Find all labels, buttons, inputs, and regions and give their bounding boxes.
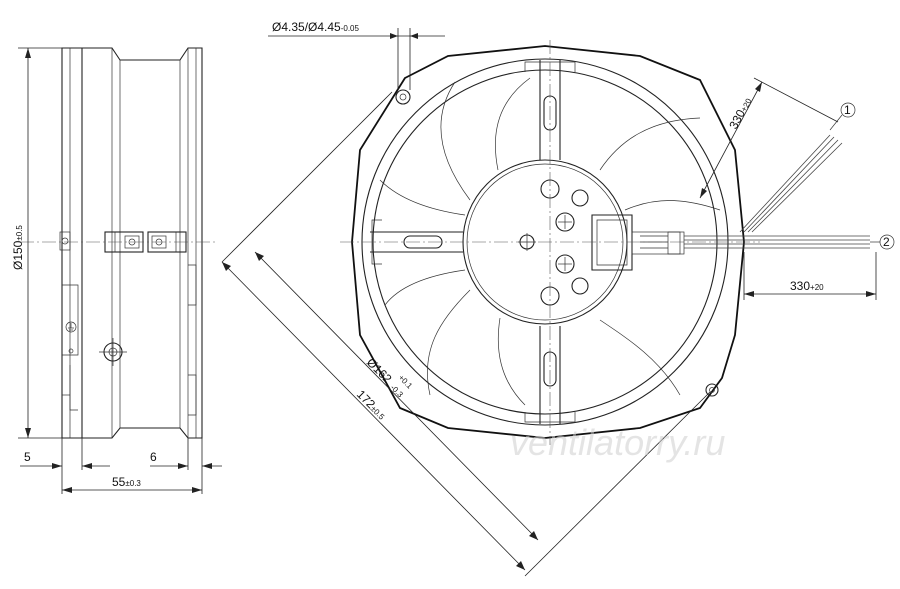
svg-text:330+20: 330+20 xyxy=(726,95,754,132)
dimension-bottom: 5 6 55±0.3 xyxy=(20,438,222,494)
callout-2: 2 xyxy=(870,234,895,250)
right-offset-label: 6 xyxy=(150,450,157,464)
svg-text:1: 1 xyxy=(844,103,851,117)
svg-text:330+20: 330+20 xyxy=(790,279,824,293)
svg-text:2: 2 xyxy=(883,235,890,249)
height-dim-tol: ±0.5 xyxy=(15,225,24,241)
callout-1: 1 xyxy=(829,102,856,131)
body-diameter-tol-lower: -0.3 xyxy=(389,383,406,400)
body-diameter-label: Ø162 xyxy=(364,355,395,386)
lead-angled-tol: +20 xyxy=(739,97,754,114)
dimension-height: Ø150±0.5 xyxy=(11,47,62,439)
connector-box xyxy=(591,214,685,271)
side-view xyxy=(20,47,215,439)
lead-straight-label: 330 xyxy=(790,279,810,293)
left-offset-label: 5 xyxy=(24,450,31,464)
svg-text:172±0.5: 172±0.5 xyxy=(354,387,389,422)
height-dim-label: Ø150 xyxy=(11,240,25,270)
svg-text:Ø162: Ø162 xyxy=(364,355,395,386)
svg-text:55±0.3: 55±0.3 xyxy=(112,475,141,489)
lead-straight-tol: +20 xyxy=(810,283,824,292)
ground-symbol-icon xyxy=(65,321,77,333)
dimension-lead-straight: 330+20 xyxy=(743,252,877,300)
hole-dim-tol: -0.05 xyxy=(341,24,360,33)
hole-dim-label: Ø4.35/Ø4.45 xyxy=(272,20,341,34)
front-view xyxy=(340,40,760,445)
dimension-lead-angled: 330+20 xyxy=(699,77,839,199)
svg-text:Ø150±0.5: Ø150±0.5 xyxy=(11,225,25,270)
watermark: ventilatorry.ru xyxy=(510,422,725,463)
depth-dim-tol: ±0.3 xyxy=(125,479,141,488)
depth-dim-label: 55 xyxy=(112,475,126,489)
dimension-hole: Ø4.35/Ø4.45-0.05 xyxy=(268,20,445,90)
svg-text:Ø4.35/Ø4.45-0.05: Ø4.35/Ø4.45-0.05 xyxy=(272,20,360,34)
dimension-diagonal: Ø162 +0.1 -0.3 172±0.5 xyxy=(221,91,711,577)
diagonal-dim-tol: ±0.5 xyxy=(369,404,387,422)
lead-wires xyxy=(684,134,870,249)
